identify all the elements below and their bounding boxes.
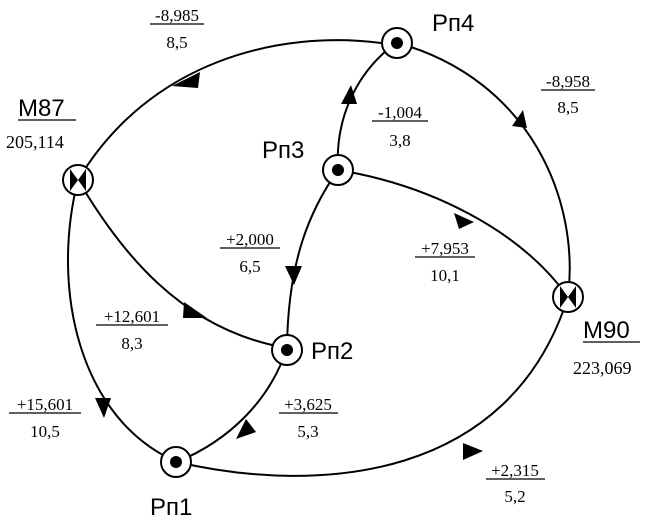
node-rp2 [271, 334, 303, 366]
height-diff-rp1-m90: +2,315 [491, 461, 539, 480]
node-rp3 [322, 154, 354, 186]
edge-label-rp3-rp2: +2,000 6,5 [220, 230, 280, 276]
node-m87 [62, 164, 94, 196]
height-diff-rp4-m87: -8,985 [155, 6, 199, 25]
arrowhead-rp4-m87 [172, 72, 200, 88]
arrowhead-m90-rp4 [512, 110, 527, 128]
length-m87-rp2: 8,3 [121, 334, 142, 353]
edge-label-m87-rp1: +15,601 10,5 [9, 395, 81, 441]
node-label-rp2: Рп2 [311, 338, 353, 365]
height-diff-rp2-rp1: +3,625 [284, 395, 332, 414]
edge-label-m87-rp2: +12,601 8,3 [96, 307, 168, 353]
height-diff-m87-rp2: +12,601 [104, 307, 160, 326]
height-diff-rp3-rp2: +2,000 [226, 230, 274, 249]
edge-rp4-m87 [77, 39, 382, 181]
length-m90-rp4: 8,5 [557, 98, 578, 117]
node-label-rp1: Рп1 [150, 494, 192, 521]
edge-m87-rp1 [67, 179, 178, 463]
height-diff-rp3-m90: +7,953 [421, 239, 469, 258]
height-diff-rp3-rp4: -1,004 [378, 103, 422, 122]
height-diff-m87-rp1: +15,601 [17, 395, 73, 414]
arrowhead-rp3-m90 [454, 213, 474, 229]
edge-m87-rp2 [77, 179, 288, 349]
edge-label-rp3-m90: +7,953 10,1 [415, 239, 475, 285]
length-rp4-m87: 8,5 [166, 33, 187, 52]
arrowhead-m87-rp2 [183, 302, 207, 318]
mark-label-m87: М87 [18, 95, 65, 122]
edge-rp3-m90 [337, 169, 569, 298]
edge-label-m90-rp4: -8,958 8,5 [541, 72, 595, 117]
node-m90 [552, 281, 584, 313]
mark-elevation-m87: 205,114 [6, 132, 64, 152]
length-rp3-rp2: 6,5 [239, 257, 260, 276]
mark-label-m90: М90 [583, 317, 630, 344]
length-rp2-rp1: 5,3 [297, 422, 318, 441]
edge-label-rp3-rp4: -1,004 3,8 [372, 103, 428, 150]
node-label-rp3: Рп3 [262, 137, 304, 164]
edge-rp2-rp1 [176, 347, 288, 463]
length-rp3-rp4: 3,8 [389, 131, 410, 150]
edge-rp1-m90 [176, 296, 569, 477]
arrowhead-rp3-rp2 [285, 266, 302, 285]
arrowhead-rp1-m90 [463, 443, 483, 460]
node-label-rp4: Рп4 [432, 10, 474, 37]
edge-rp3-rp2 [286, 169, 339, 349]
arrowhead-rp2-rp1 [236, 419, 256, 439]
node-rp1 [160, 446, 192, 478]
arrowhead-rp3-rp4 [341, 85, 357, 104]
node-rp4 [381, 27, 413, 59]
length-m87-rp1: 10,5 [30, 422, 60, 441]
length-rp1-m90: 5,2 [504, 487, 525, 506]
length-rp3-m90: 10,1 [430, 266, 460, 285]
height-diff-m90-rp4: -8,958 [546, 72, 590, 91]
edge-label-rp2-rp1: +3,625 5,3 [279, 395, 338, 441]
edge-label-rp1-m90: +2,315 5,2 [486, 461, 545, 506]
mark-elevation-m90: 223,069 [573, 358, 632, 378]
edge-m90-rp4 [397, 42, 571, 298]
arrowhead-m87-rp1 [95, 398, 111, 418]
edge-label-rp4-m87: -8,985 8,5 [150, 6, 204, 52]
